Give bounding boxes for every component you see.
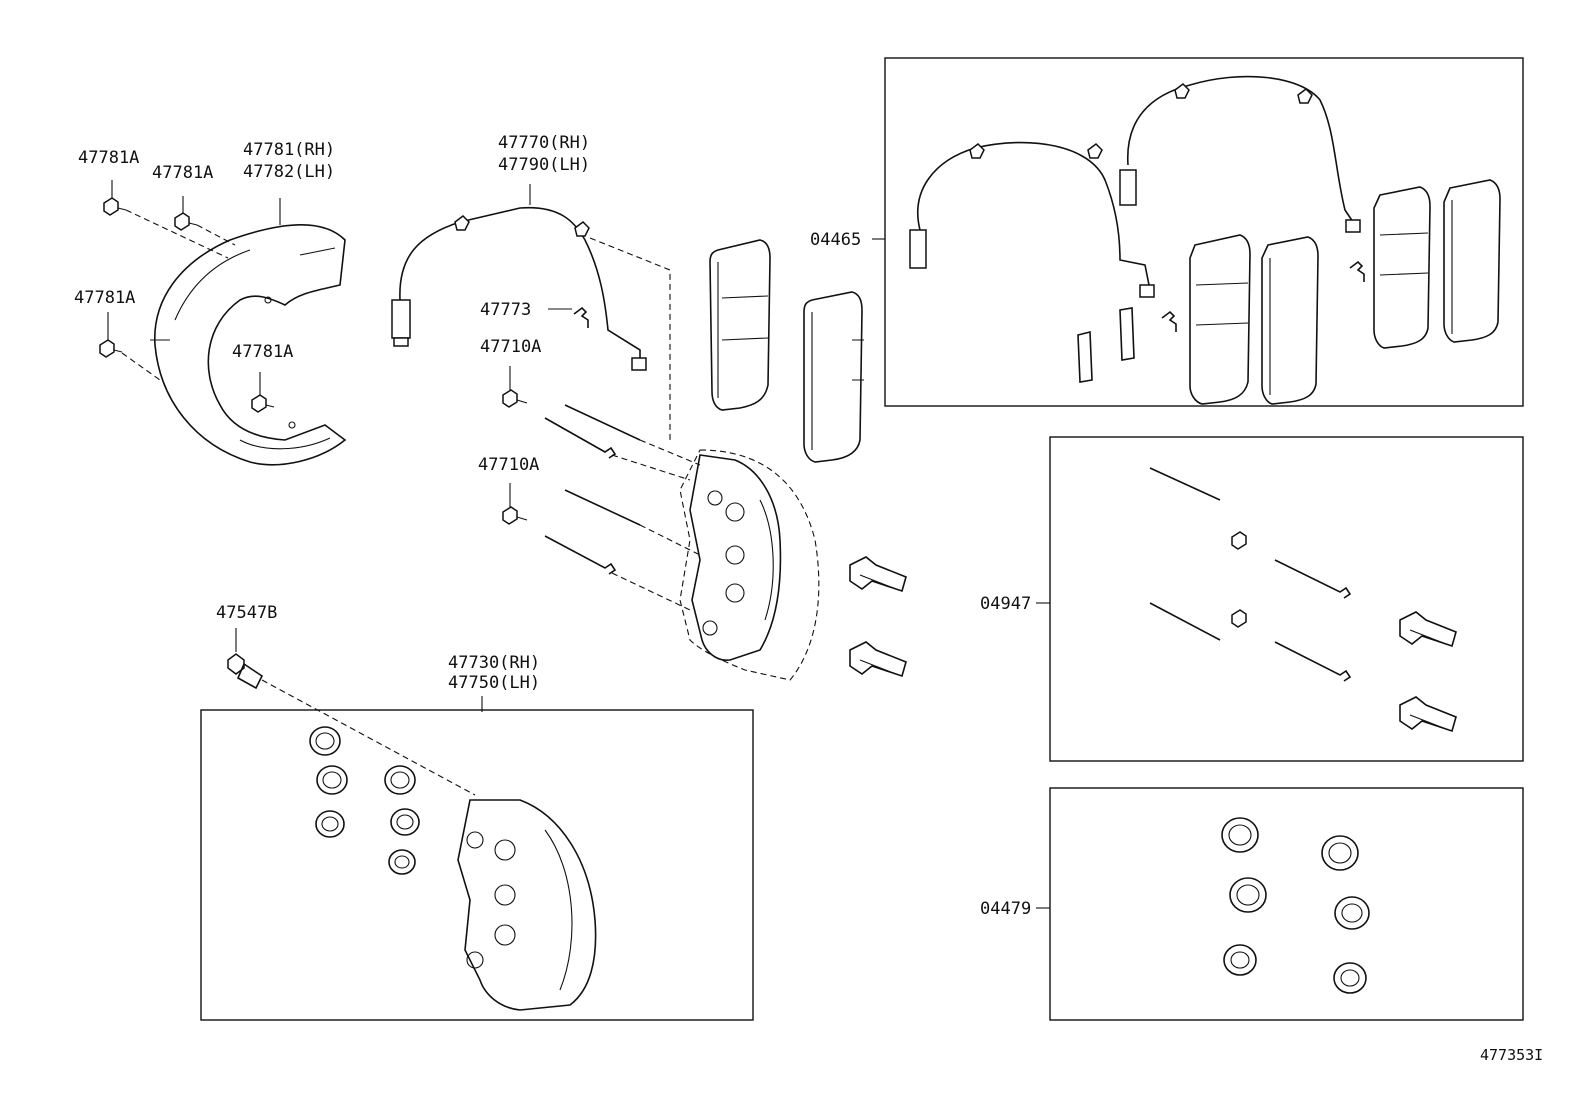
callout-sensor-lh: 47790(LH) <box>498 155 590 175</box>
callout-bolt-47781a-3: 47781A <box>74 288 135 308</box>
callout-clip-47773: 47773 <box>480 300 531 320</box>
caliper-exploded <box>679 449 820 681</box>
pad-inner <box>803 291 864 463</box>
callout-bolt-47710a-1: 47710A <box>480 337 541 357</box>
anti-rattle-clips <box>849 556 907 678</box>
callout-bolt-47781a-4: 47781A <box>232 342 293 362</box>
callout-bolt-47781a-2: 47781A <box>152 163 213 183</box>
kit-pads-sensors <box>909 75 1501 405</box>
callout-bolt-47710a-2: 47710A <box>478 455 539 475</box>
callout-bolt-47781a-1: 47781A <box>78 148 139 168</box>
caliper-box <box>200 709 754 1021</box>
guide-pins <box>544 404 641 575</box>
callout-kit-04947: 04947 <box>980 594 1031 614</box>
bolt-47781a-4 <box>251 394 275 413</box>
bleeder-screw <box>227 653 264 690</box>
kit-pins-clips <box>1149 467 1457 733</box>
kit-box-seals <box>1049 787 1524 1021</box>
seal-set-caliper <box>309 726 420 875</box>
callout-bleeder-47547b: 47547B <box>216 603 277 623</box>
callout-kit-04479: 04479 <box>980 899 1031 919</box>
callout-caliper-lh: 47750(LH) <box>448 673 540 693</box>
callout-caliper-rh: 47730(RH) <box>448 653 540 673</box>
kit-box-pads <box>884 57 1524 407</box>
callout-sensor-rh: 47770(RH) <box>498 133 590 153</box>
bolt-47781a-3 <box>99 339 123 358</box>
callout-cover-lh: 47782(LH) <box>243 162 335 182</box>
callout-cover-rh: 47781(RH) <box>243 140 335 160</box>
bolt-47781a-1 <box>103 197 127 216</box>
caliper-assembly <box>457 799 597 1011</box>
wear-sensor <box>391 206 647 371</box>
bolt-47710a-2 <box>502 506 528 525</box>
kit-seals <box>1221 817 1370 994</box>
clip-47773 <box>573 306 589 328</box>
pad-outer <box>709 239 771 411</box>
bolt-47781a-2 <box>174 212 198 231</box>
callout-kit-04465: 04465 <box>810 230 861 250</box>
bolt-47710a-1 <box>502 389 528 408</box>
figure-id: 477353I <box>1480 1046 1543 1064</box>
dust-cover <box>150 224 347 466</box>
kit-box-pins <box>1049 436 1524 762</box>
